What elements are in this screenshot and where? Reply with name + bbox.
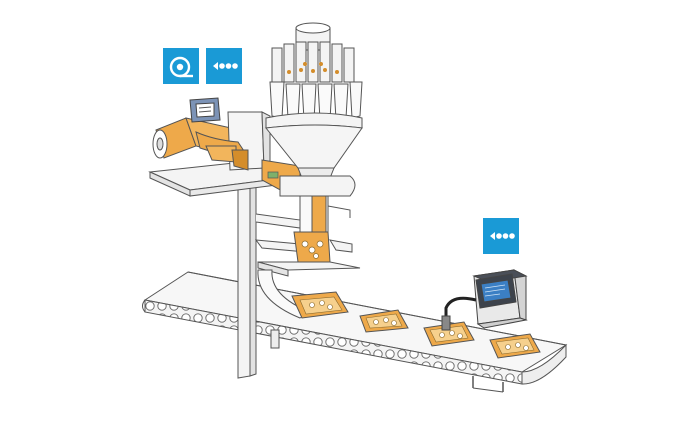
- film-unwind-unit: [152, 111, 301, 193]
- inkjet-badge-top[interactable]: [206, 48, 242, 84]
- inkjet-badge-conveyor[interactable]: [483, 218, 519, 254]
- product-bags: [291, 291, 541, 359]
- bag-2: [359, 309, 409, 333]
- bag-4: [489, 333, 541, 359]
- bag-1: [291, 291, 349, 319]
- film-roll-icon: [163, 48, 199, 84]
- thermal-transfer-printer: [189, 97, 221, 123]
- bag-3: [423, 321, 475, 347]
- inkjet-dots-icon: [206, 48, 242, 84]
- continuous-inkjet-printer: [441, 269, 528, 331]
- inkjet-dots-icon: [483, 218, 519, 254]
- film-roll-badge[interactable]: [163, 48, 199, 84]
